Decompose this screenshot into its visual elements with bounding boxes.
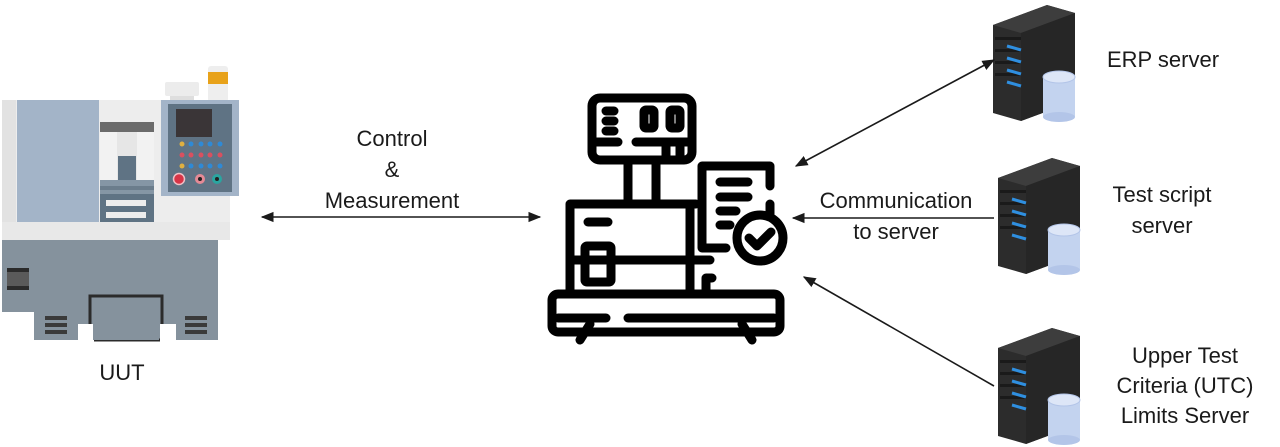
- measurement-label: Measurement: [324, 188, 460, 213]
- communication-label: Communication: [819, 188, 973, 213]
- erp-server-label: ERP server: [1106, 47, 1220, 72]
- utc-limits-server-icon: [998, 328, 1081, 445]
- test-script-server-label-line2: server: [1131, 213, 1193, 238]
- arrow-utc-tester: [802, 276, 995, 387]
- uut-label: UUT: [99, 360, 145, 385]
- to-server-label: to server: [853, 219, 939, 244]
- erp-server-icon: [993, 5, 1076, 122]
- utc-server-label-line2: Criteria (UTC): [1116, 373, 1254, 398]
- test-script-server-label-line1: Test script: [1112, 182, 1212, 207]
- uut-machine-illustration: [2, 66, 239, 344]
- test-station-icon: [547, 93, 788, 345]
- control-label: Control: [356, 126, 428, 151]
- ampersand-label: &: [384, 157, 400, 182]
- utc-server-label-line1: Upper Test: [1132, 343, 1238, 368]
- test-script-server-icon: [998, 158, 1081, 275]
- arrow-erp-tester: [794, 59, 996, 167]
- utc-server-label-line3: Limits Server: [1120, 403, 1250, 428]
